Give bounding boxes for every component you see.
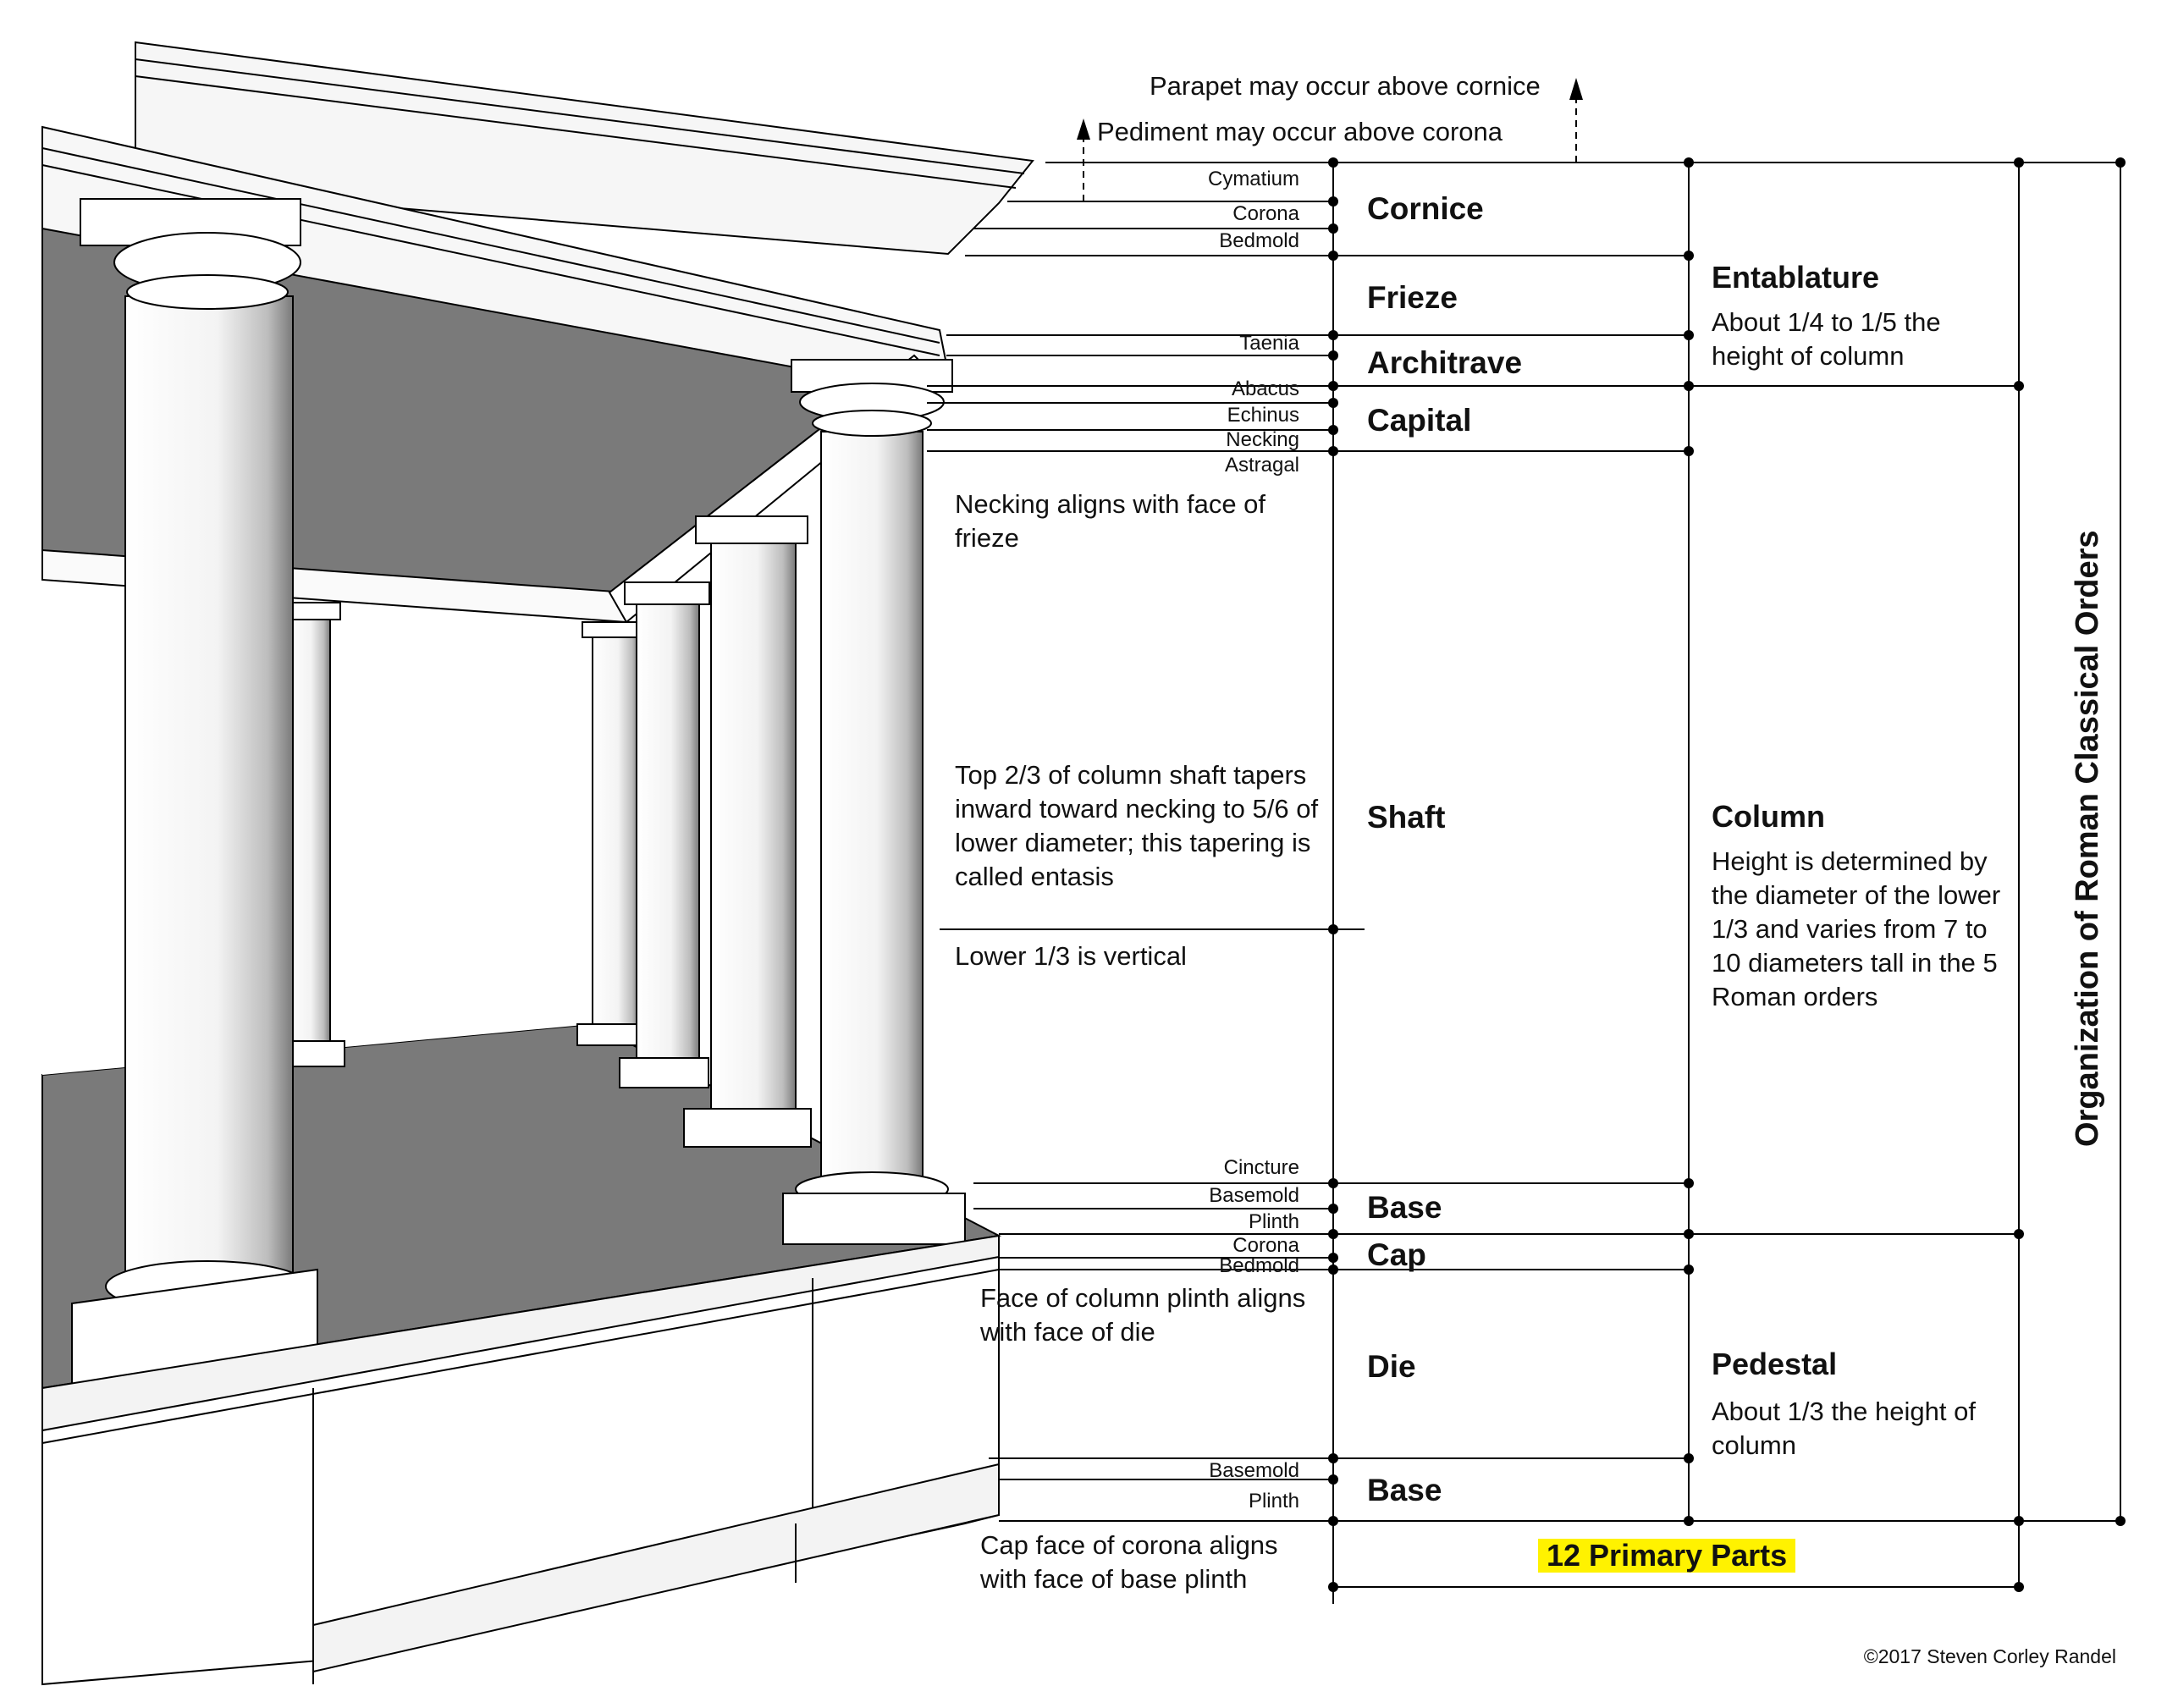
label-cincture: Cincture: [1223, 1156, 1299, 1179]
part-cap: Cap: [1367, 1237, 1426, 1272]
group-column-title: Column: [1712, 799, 1825, 834]
label-corona-top: Corona: [1232, 202, 1299, 225]
label-necking: Necking: [1226, 428, 1299, 451]
part-die: Die: [1367, 1349, 1416, 1384]
group-entablature-desc: About 1/4 to 1/5 the height of column: [1712, 307, 1941, 371]
label-bedmold-ped: Bedmold: [1219, 1254, 1299, 1277]
label-echinus: Echinus: [1227, 404, 1299, 427]
group-pedestal-desc: About 1/3 the height of column: [1712, 1397, 1976, 1460]
part-base-column: Base: [1367, 1190, 1442, 1225]
note-cap-corona: Cap face of corona aligns with face of b…: [980, 1530, 1278, 1594]
label-taenia: Taenia: [1239, 332, 1299, 355]
pediment-note: Pediment may occur above corona: [1097, 117, 1503, 146]
group-entablature-title: Entablature: [1712, 260, 1880, 295]
note-lower-third: Lower 1/3 is vertical: [955, 941, 1187, 971]
part-base-pedestal: Base: [1367, 1473, 1442, 1507]
parapet-note: Parapet may occur above cornice: [1150, 71, 1541, 101]
label-bedmold-top: Bedmold: [1219, 229, 1299, 252]
label-basemold-ped: Basemold: [1209, 1459, 1299, 1482]
label-plinth-ped: Plinth: [1248, 1490, 1299, 1512]
label-cymatium: Cymatium: [1207, 168, 1299, 190]
note-entasis: Top 2/3 of column shaft tapers inward to…: [955, 760, 1319, 891]
part-frieze: Frieze: [1367, 280, 1458, 315]
label-abacus: Abacus: [1231, 377, 1299, 400]
note-plinth-die: Face of column plinth aligns with face o…: [980, 1283, 1306, 1347]
vertical-title: Organization of Roman Classical Orders: [2070, 530, 2105, 1147]
label-plinth-col: Plinth: [1248, 1210, 1299, 1233]
summary-badge: 12 Primary Parts: [1538, 1539, 1796, 1573]
group-pedestal-title: Pedestal: [1712, 1347, 1838, 1381]
label-basemold-col: Basemold: [1209, 1184, 1299, 1207]
front-column-left: [124, 295, 294, 1296]
label-astragal: Astragal: [1224, 454, 1299, 477]
note-necking: Necking aligns with face of frieze: [955, 489, 1266, 553]
group-column-desc: Height is determined by the diameter of …: [1712, 846, 2001, 1011]
part-cornice: Cornice: [1367, 191, 1484, 226]
part-architrave: Architrave: [1367, 345, 1523, 380]
part-capital: Capital: [1367, 403, 1472, 438]
part-shaft: Shaft: [1367, 800, 1446, 835]
copyright: ©2017 Steven Corley Randel: [1863, 1645, 2116, 1667]
front-column-right: [820, 431, 924, 1194]
label-corona-ped: Corona: [1232, 1234, 1299, 1257]
